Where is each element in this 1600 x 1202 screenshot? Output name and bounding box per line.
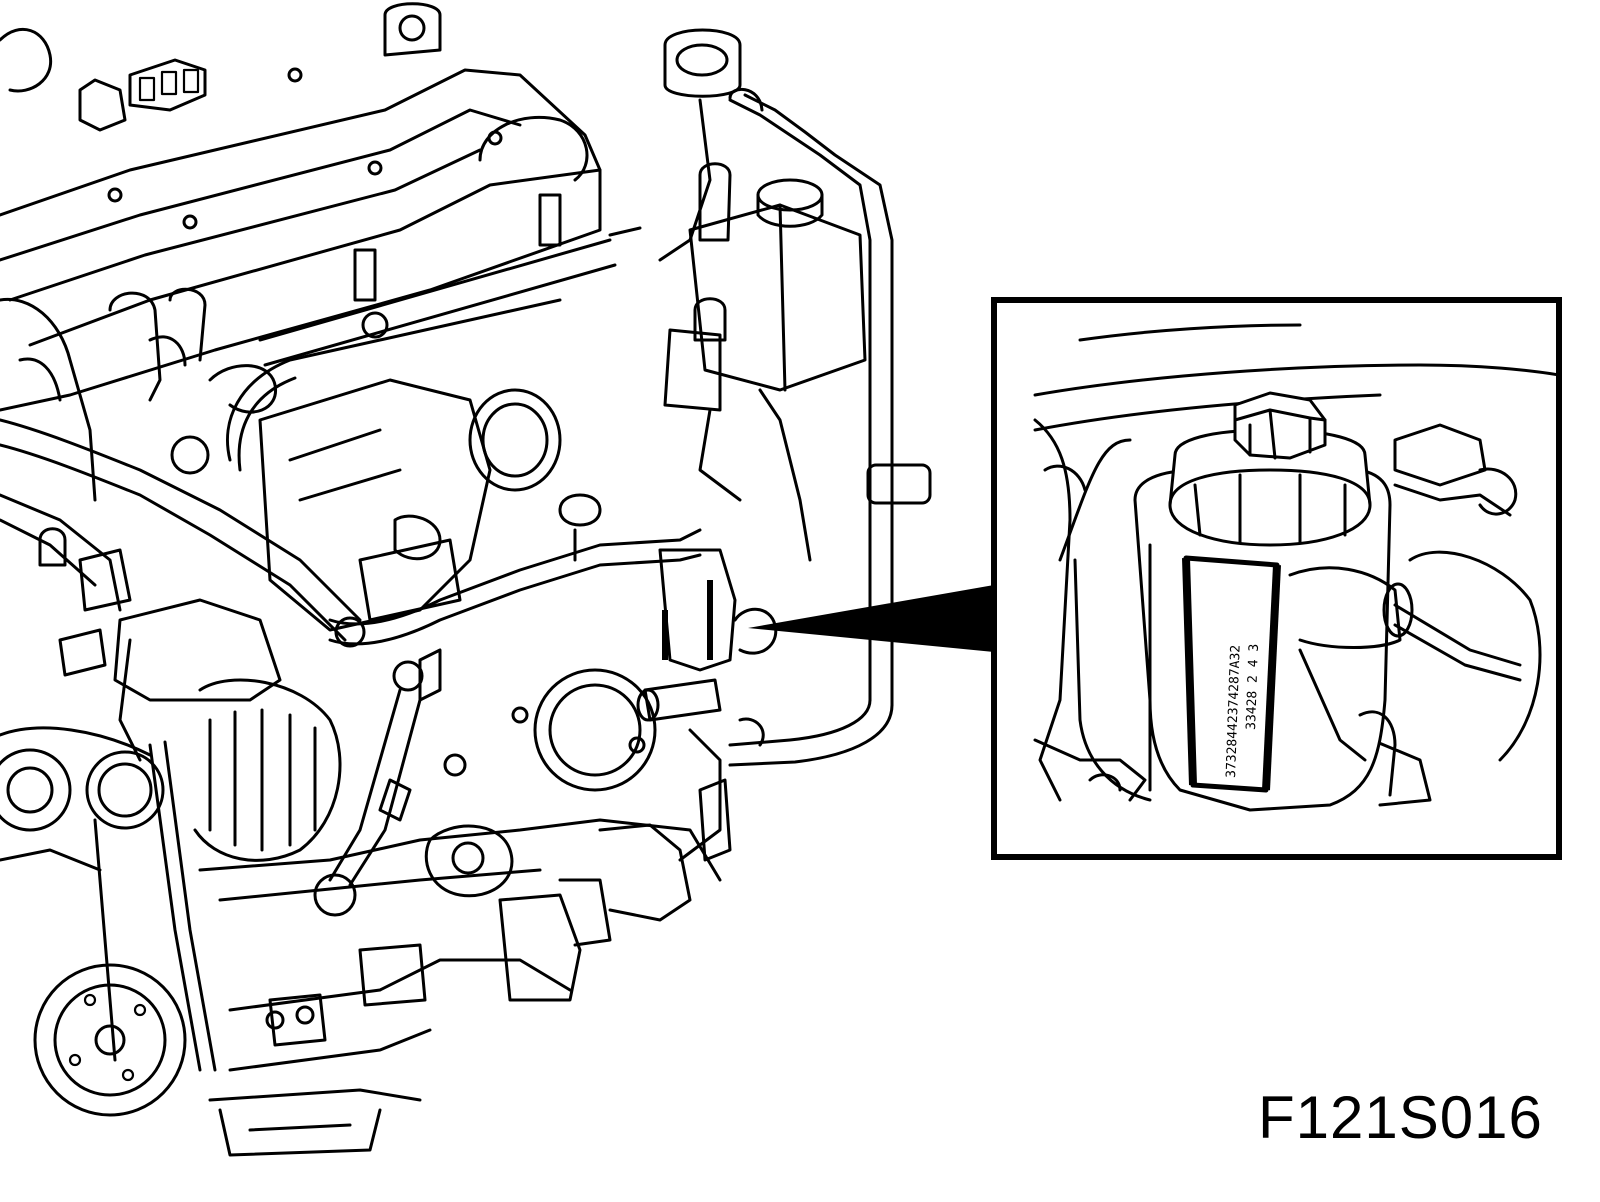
callout-leader (748, 585, 994, 652)
label-line-2: 33428 2 4 3 (1244, 644, 1262, 731)
engine-block-drawing (0, 2, 932, 1157)
figure-code: F121S016 (1258, 1084, 1543, 1151)
inset-detail-view: 37328442374287A32 33428 2 4 3 (991, 297, 1562, 860)
label-line-1: 37328442374287A32 (1224, 645, 1244, 779)
